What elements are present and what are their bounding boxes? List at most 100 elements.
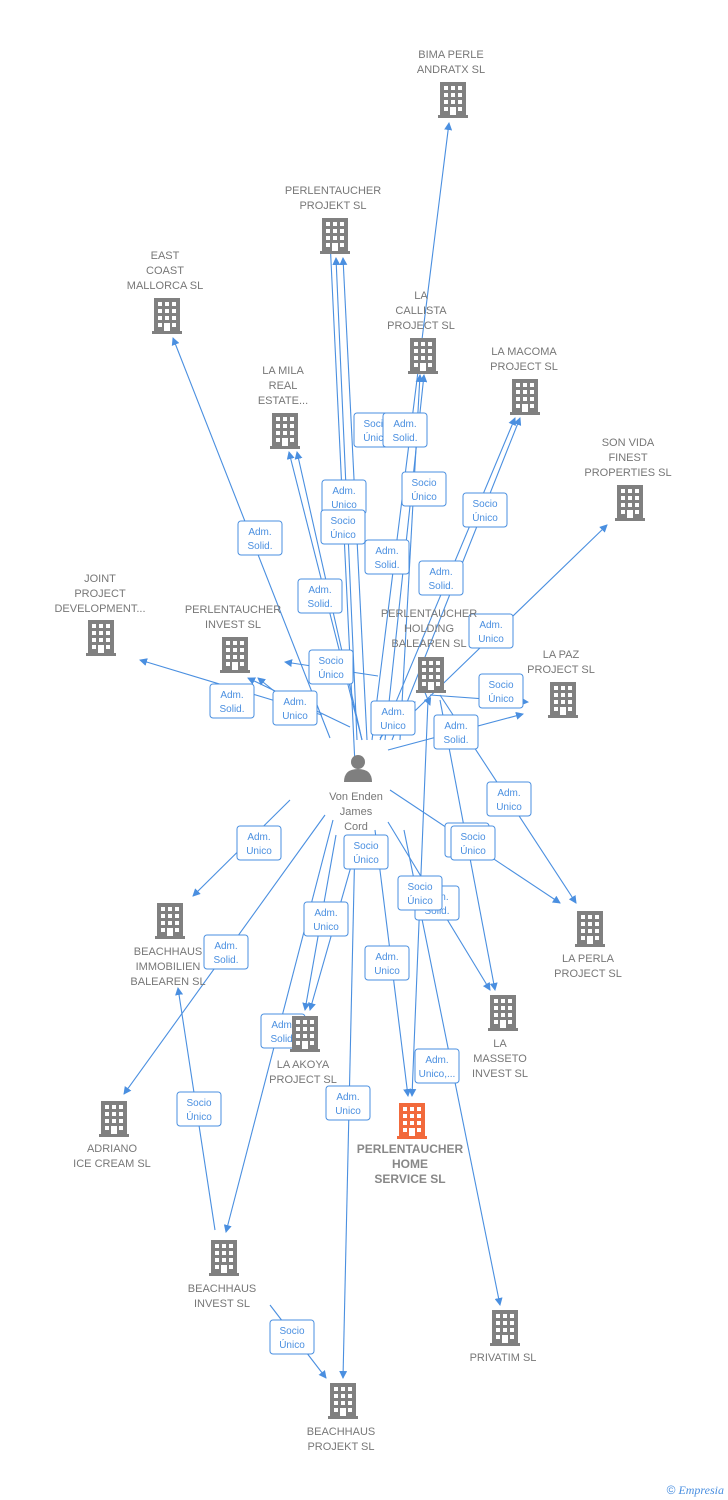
person-icon: [344, 755, 372, 782]
company-node-joint[interactable]: JOINTPROJECTDEVELOPMENT...: [54, 573, 146, 656]
relation-label-box[interactable]: Adm. Unico: [370, 700, 416, 736]
building-icon: [290, 1016, 320, 1052]
relation-label-box[interactable]: Adm.Unico: [236, 825, 282, 861]
brand-footer[interactable]: ©Empresia: [667, 1483, 724, 1498]
company-name-line: ESTATE...: [258, 395, 308, 407]
building-icon: [99, 1101, 129, 1137]
company-name-line: SON VIDA: [602, 437, 655, 449]
company-name-line: PERLENTAUCHER: [381, 608, 477, 620]
edges-layer: [123, 122, 608, 1379]
relation-label-text: Solid.: [213, 955, 238, 966]
relation-label-text: Único: [318, 668, 344, 681]
company-node-perl-projekt[interactable]: PERLENTAUCHER PROJEKT SL: [285, 185, 381, 254]
building-icon: [86, 620, 116, 656]
relation-label-text: Adm.: [308, 585, 331, 596]
relation-label-box[interactable]: Adm. Unico: [468, 613, 514, 649]
relation-label-text: Solid.: [374, 560, 399, 571]
relation-label-text: Único: [411, 490, 437, 503]
building-icon: [152, 298, 182, 334]
relation-label-box[interactable]: Adm.Unico: [325, 1085, 371, 1121]
relation-label-box[interactable]: Adm.Unico,...: [414, 1048, 460, 1084]
relation-label-box[interactable]: Adm.Solid.: [364, 539, 410, 575]
relation-label-text: Socio: [488, 680, 513, 691]
relation-label-text: Unico: [282, 711, 308, 722]
company-name-line: IMMOBILIEN: [136, 961, 201, 973]
company-name-line: BIMA PERLE: [418, 49, 483, 61]
relation-label-box[interactable]: Adm.Unico: [486, 781, 532, 817]
relation-label-text: Adm.: [314, 908, 337, 919]
relation-label-text: Adm.: [332, 486, 355, 497]
relation-label-box[interactable]: Adm.Unico: [364, 945, 410, 981]
relation-label-text: Adm.: [381, 707, 404, 718]
company-name-line: SERVICE SL: [374, 1172, 445, 1186]
relation-label-text: Solid.: [270, 1034, 295, 1045]
company-name-line: ANDRATX SL: [417, 64, 485, 76]
relation-label-text: Unico: [380, 721, 406, 732]
company-node-bima[interactable]: BIMA PERLE ANDRATX SL: [417, 49, 485, 118]
relation-label-box[interactable]: Adm. Solid.: [297, 578, 343, 614]
relation-label-box[interactable]: Adm.Solid.: [203, 934, 249, 970]
company-name-line: LA AKOYA: [277, 1059, 330, 1071]
relation-label-box[interactable]: Adm.Solid.: [382, 412, 428, 448]
company-node-privatim[interactable]: PRIVATIM SL: [470, 1310, 537, 1364]
nodes-layer: BIMA PERLE ANDRATX SL PERLENTAUCHER PROJEKT…: [54, 49, 671, 1453]
relation-label-text: Adm.: [425, 1055, 448, 1066]
company-name-line: PERLENTAUCHER: [285, 185, 381, 197]
company-node-la-mila[interactable]: LA MILAREALESTATE...: [258, 365, 308, 449]
brand-name: Empresia: [678, 1483, 724, 1497]
company-name-line: LA MILA: [262, 365, 304, 377]
relation-label-text: Socio: [407, 882, 432, 893]
relation-label-text: Adm.: [247, 832, 270, 843]
relation-label-box[interactable]: Adm.Solid.: [209, 683, 255, 719]
relation-label-text: Socio: [330, 516, 355, 527]
relation-label-text: Unico: [478, 634, 504, 645]
relation-label-box[interactable]: Adm.Unico: [321, 479, 367, 515]
relation-label-box[interactable]: Adm.Solid.: [237, 520, 283, 556]
building-icon: [615, 485, 645, 521]
relation-label-box[interactable]: Adm.Solid.: [433, 714, 479, 750]
relation-label-box[interactable]: Adm. Unico: [303, 901, 349, 937]
building-icon: [220, 637, 250, 673]
relation-label-box[interactable]: Adm.Unico: [272, 690, 318, 726]
relation-label-box[interactable]: Adm.Solid.: [418, 560, 464, 596]
relation-label-text: Único: [488, 692, 514, 705]
company-name-line: CALLISTA: [395, 305, 447, 317]
company-name-line: BEACHHAUS: [188, 1283, 256, 1295]
relation-label-text: Adm.: [444, 721, 467, 732]
company-name-line: PROJEKT SL: [299, 200, 366, 212]
relation-label-text: Unico: [313, 922, 339, 933]
building-icon: [488, 995, 518, 1031]
relation-label-text: Solid.: [307, 599, 332, 610]
relation-label-text: Adm.: [429, 567, 452, 578]
relation-label-text: Adm.: [479, 620, 502, 631]
company-name-line: LA PERLA: [562, 953, 615, 965]
company-name-line: PROPERTIES SL: [584, 467, 671, 479]
company-name-line: PERLENTAUCHER: [357, 1142, 464, 1156]
